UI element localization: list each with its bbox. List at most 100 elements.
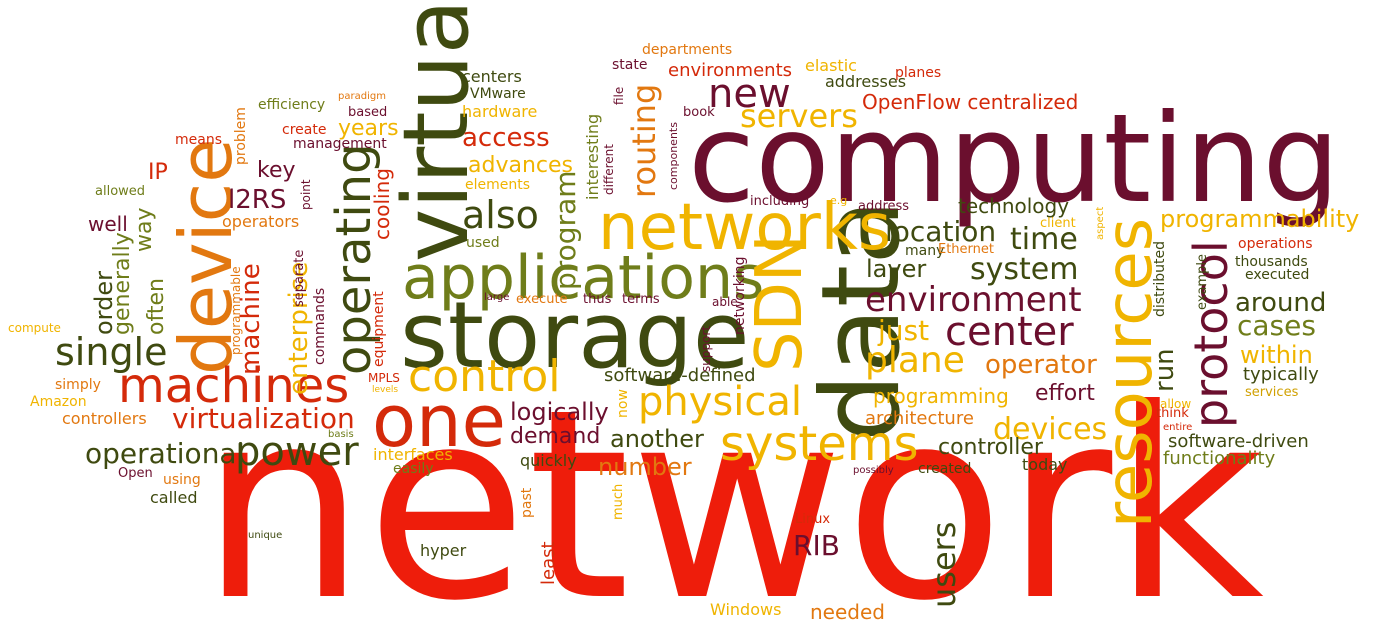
word-access: access xyxy=(462,123,550,153)
word-software-driven: software-driven xyxy=(1168,431,1309,452)
word-interfaces: interfaces xyxy=(373,445,453,464)
word-components: components xyxy=(667,122,680,190)
word-book: book xyxy=(683,105,715,120)
word-elements: elements xyxy=(465,177,531,193)
word-services: services xyxy=(1245,385,1299,400)
word-point: point xyxy=(299,179,313,210)
word-called: called xyxy=(150,488,198,507)
word-within: within xyxy=(1240,341,1313,369)
word-hyper: hyper xyxy=(420,541,467,560)
word-Windows: Windows xyxy=(710,600,782,619)
word-also: also xyxy=(462,193,539,237)
word-elastic: elastic xyxy=(805,56,857,75)
word-users: users xyxy=(925,521,963,608)
word-able: able xyxy=(712,295,738,309)
word-equipment: equipment xyxy=(371,291,387,367)
word-generally: generally xyxy=(110,232,135,335)
word-least: least xyxy=(538,541,559,585)
word-location: location xyxy=(885,215,997,248)
word-single: single xyxy=(55,330,168,374)
word-Open: Open xyxy=(118,466,153,481)
word-systems: systems xyxy=(720,416,919,472)
word-separate: separate xyxy=(292,249,307,307)
word-routing: routing xyxy=(625,83,663,198)
word-support: support xyxy=(699,325,713,372)
word-well: well xyxy=(88,212,128,236)
word-Linux: Linux xyxy=(795,512,831,527)
word-years: years xyxy=(338,116,399,141)
word-using: using xyxy=(163,472,201,488)
word-control: control xyxy=(408,351,561,402)
word-basis: basis xyxy=(328,429,354,440)
word-addresses: addresses xyxy=(825,72,907,91)
word-hardware: hardware xyxy=(462,102,538,121)
word-MPLS: MPLS xyxy=(368,371,400,385)
word-think: think xyxy=(1156,406,1189,421)
word-another: another xyxy=(610,425,704,453)
word-servers: servers xyxy=(740,97,858,135)
word-efficiency: efficiency xyxy=(258,97,326,113)
word-paradigm: paradigm xyxy=(338,91,386,102)
word-time: time xyxy=(1010,222,1078,257)
word-terms: terms xyxy=(622,292,660,307)
word-one: one xyxy=(372,379,506,463)
word-quickly: quickly xyxy=(520,451,577,470)
word-OpenFlow-centralized: OpenFlow centralized xyxy=(862,90,1079,114)
word-advances: advances xyxy=(468,153,573,178)
word-including: including xyxy=(750,194,810,209)
word-eg: e.g xyxy=(830,194,848,207)
word-example: example xyxy=(1195,254,1210,310)
word-different: different xyxy=(602,144,616,195)
word-operators: operators xyxy=(222,212,300,231)
word-just: just xyxy=(878,314,930,347)
word-applications: applications xyxy=(402,243,765,313)
word-controller: controller xyxy=(938,435,1043,460)
word-past: past xyxy=(519,487,535,518)
word-virtualization: virtualization xyxy=(172,402,355,435)
word-created: created xyxy=(918,461,972,477)
word-new: new xyxy=(708,71,791,117)
word-around: around xyxy=(1235,288,1327,318)
word-cases: cases xyxy=(1237,309,1316,342)
word-based: based xyxy=(348,105,388,120)
word-environments: environments xyxy=(668,60,793,81)
word-easily: easily xyxy=(393,461,434,477)
word-effort: effort xyxy=(1035,381,1095,406)
word-cooling: cooling xyxy=(370,168,394,240)
word-allowed: allowed xyxy=(95,184,146,199)
word-departments: departments xyxy=(642,42,733,58)
word-devices: devices xyxy=(993,412,1108,447)
word-key: key xyxy=(257,158,296,183)
word-entire: entire xyxy=(1163,422,1193,433)
word-aspect: aspect xyxy=(1095,206,1106,240)
word-software-defined: software-defined xyxy=(604,365,756,386)
word-allow: allow xyxy=(1160,397,1192,411)
word-system: system xyxy=(970,252,1079,287)
word-problem: problem xyxy=(233,107,249,165)
word-physical: physical xyxy=(638,379,802,425)
word-much: much xyxy=(611,483,626,520)
word-l2RS: l2RS xyxy=(228,185,287,215)
word-functionality: functionality xyxy=(1163,448,1276,469)
word-typically: typically xyxy=(1243,364,1319,385)
word-needed: needed xyxy=(810,600,885,624)
word-power: power xyxy=(235,429,359,475)
word-many: many xyxy=(905,243,945,259)
word-means: means xyxy=(175,132,222,148)
word-compute: compute xyxy=(8,321,61,335)
word-centers: centers xyxy=(462,67,522,86)
word-now: now xyxy=(615,389,631,418)
word-networks: networks xyxy=(598,191,892,265)
word-programmable: programmable xyxy=(229,266,243,355)
word-possibly: possibly xyxy=(853,465,894,476)
word-run: run xyxy=(1150,348,1180,392)
word-way: way xyxy=(132,207,157,253)
word-Ethernet: Ethernet xyxy=(938,242,994,257)
word-used: used xyxy=(466,235,500,251)
word-executed: executed xyxy=(1245,267,1310,283)
word-state: state xyxy=(612,57,648,73)
word-planes: planes xyxy=(895,65,942,81)
word-commands: commands xyxy=(312,287,328,365)
word-plane: plane xyxy=(865,340,965,381)
